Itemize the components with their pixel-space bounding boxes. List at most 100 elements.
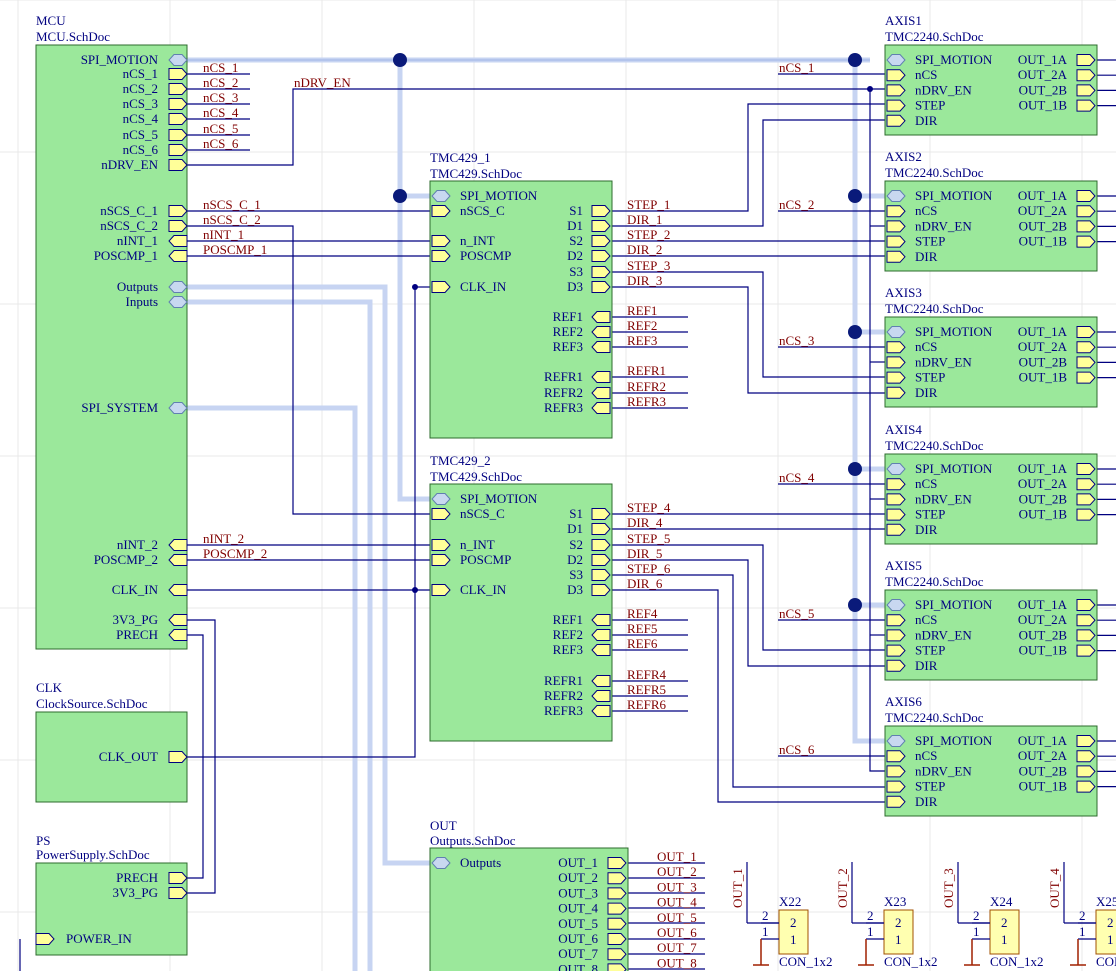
net-label-axis-ncs_1: nCS_1 (779, 60, 814, 75)
axis6-pin-out_1b: OUT_1B (1019, 779, 1068, 794)
tmc2-pin-d1: D1 (567, 521, 583, 536)
net-label-out_4: OUT_4 (657, 895, 697, 910)
axis3-port-out_1a (1076, 326, 1096, 338)
axis4-pin-step: STEP (915, 507, 945, 522)
out-pin-out_7: OUT_7 (558, 946, 598, 961)
tmc2-pin-poscmp: POSCMP (460, 552, 511, 567)
axis2-port-ndrv_en (886, 220, 906, 233)
tmc1-port-d2 (591, 250, 611, 262)
axis4-port-spi_motion (886, 463, 906, 475)
net-label-ref2: REF2 (627, 318, 657, 333)
conn-net-out_4: OUT_4 (1047, 868, 1062, 908)
mcu-pin-inputs: Inputs (126, 294, 159, 309)
conn-pin-inner: 1 (1107, 932, 1114, 947)
tmc2-port-ref2 (591, 629, 611, 641)
axis2-pin-ndrv_en: nDRV_EN (915, 218, 972, 233)
axis1-port-out_1a (1076, 54, 1096, 66)
axis5-pin-dir: DIR (915, 658, 938, 673)
tmc2-port-s2 (591, 539, 611, 551)
mcu-port-spi-motion (168, 54, 188, 66)
tmc1-port-refr3 (591, 402, 611, 414)
axis4-pin-out_1b: OUT_1B (1019, 507, 1068, 522)
mcu-pin-outputs: Outputs (117, 279, 158, 294)
net-label-step_4: STEP_4 (627, 500, 671, 515)
out-pin-out_2: OUT_2 (558, 870, 598, 885)
axis6-pin-ndrv_en: nDRV_EN (915, 763, 972, 778)
mcu-port-spi-system (168, 402, 188, 414)
tmc1-port-spi_motion (431, 190, 451, 202)
conn-pin-inner: 2 (1107, 915, 1114, 930)
tmc1-pin-ref3: REF3 (553, 339, 583, 354)
tmc2-port-refr2 (591, 690, 611, 702)
axis1-sheet (884, 44, 1098, 136)
tmc1-port-ref2 (591, 326, 611, 338)
tmc2-port-d1 (591, 523, 611, 535)
tmc1-pin-s1: S1 (569, 203, 583, 218)
net-label-dir_5: DIR_5 (627, 546, 662, 561)
axis4-pin-dir: DIR (915, 522, 938, 537)
mcu-pin-ndrv_en: nDRV_EN (101, 157, 158, 172)
axis1-port-ndrv_en (886, 84, 906, 97)
axis4-port-out_1b (1076, 508, 1096, 521)
net-label-axis-ncs_3: nCS_3 (779, 333, 814, 348)
connector-body-x24 (989, 909, 1020, 955)
tmc2-port-clk_in (431, 584, 451, 596)
tmc1-port-nscs_c (431, 205, 451, 217)
tmc2-pin-n_int: n_INT (460, 537, 495, 552)
out-port-out_4 (607, 902, 627, 915)
mcu-port-ncs_1 (168, 68, 188, 80)
axis6-file: TMC2240.SchDoc (885, 710, 984, 725)
axis5-port-out_1a (1076, 599, 1096, 611)
tmc1-sheet (429, 180, 613, 439)
tmc2-pin-ref3: REF3 (553, 642, 583, 657)
conn-value-x24: CON_1x2 (990, 954, 1043, 969)
axis6-port-out_1a (1076, 735, 1096, 747)
axis6-pin-ncs: nCS (915, 748, 937, 763)
tmc1-pin-s2: S2 (569, 233, 583, 248)
mcu-file: MCU.SchDoc (36, 29, 110, 44)
tmc2-pin-d2: D2 (567, 552, 583, 567)
axis5-pin-step: STEP (915, 643, 945, 658)
mcu-port-ncs_2 (168, 83, 188, 95)
mcu-port-ndrv_en (168, 159, 188, 171)
mcu-pin-ncs_2: nCS_2 (123, 81, 158, 96)
conn-ref-x22: X22 (779, 894, 801, 909)
tmc2-pin-s2: S2 (569, 537, 583, 552)
axis5-pin-out_1b: OUT_1B (1019, 643, 1068, 658)
mcu-port-3v3_pg (168, 614, 188, 626)
axis5-port-out_2a (1076, 614, 1096, 627)
conn-pin-inner: 1 (895, 932, 902, 947)
tmc2-pin-nscs_c: nSCS_C (460, 506, 505, 521)
out-pin-out_4: OUT_4 (558, 901, 598, 916)
axis4-pin-out_1a: OUT_1A (1018, 461, 1068, 476)
ground-icon (753, 939, 769, 966)
axis3-port-step (886, 371, 906, 384)
tmc2-port-s1 (591, 508, 611, 520)
axis3-pin-out_2a: OUT_2A (1018, 339, 1068, 354)
axis1-port-spi_motion (886, 54, 906, 66)
mcu-pin-ncs_5: nCS_5 (123, 127, 158, 142)
conn-pin-num: 2 (867, 908, 874, 923)
junction (867, 86, 873, 92)
axis6-pin-step: STEP (915, 779, 945, 794)
net-label-refr1: REFR1 (627, 363, 666, 378)
axis4-pin-spi_motion: SPI_MOTION (915, 461, 993, 476)
mcu-port-prech (168, 629, 188, 641)
net-label-dir_2: DIR_2 (627, 242, 662, 257)
tmc1-port-ref3 (591, 341, 611, 353)
tmc1-pin-d2: D2 (567, 248, 583, 263)
tmc1-port-s3 (591, 266, 611, 278)
conn-pin-num: 2 (973, 908, 980, 923)
tmc1-port-s1 (591, 205, 611, 217)
axis6-title: AXIS6 (885, 694, 922, 709)
axis1-port-dir (886, 114, 906, 127)
conn-ref-x25: X25 (1096, 894, 1116, 909)
axis5-port-spi_motion (886, 599, 906, 611)
net-label-refr3: REFR3 (627, 394, 666, 409)
mcu-pin-clk_in: CLK_IN (112, 582, 159, 597)
conn-value-x23: CON_1x2 (884, 954, 937, 969)
tmc2-pin-clk_in: CLK_IN (460, 582, 507, 597)
axis5-pin-ncs: nCS (915, 612, 937, 627)
tmc2-pin-d3: D3 (567, 582, 583, 597)
axis6-port-ndrv_en (886, 765, 906, 778)
